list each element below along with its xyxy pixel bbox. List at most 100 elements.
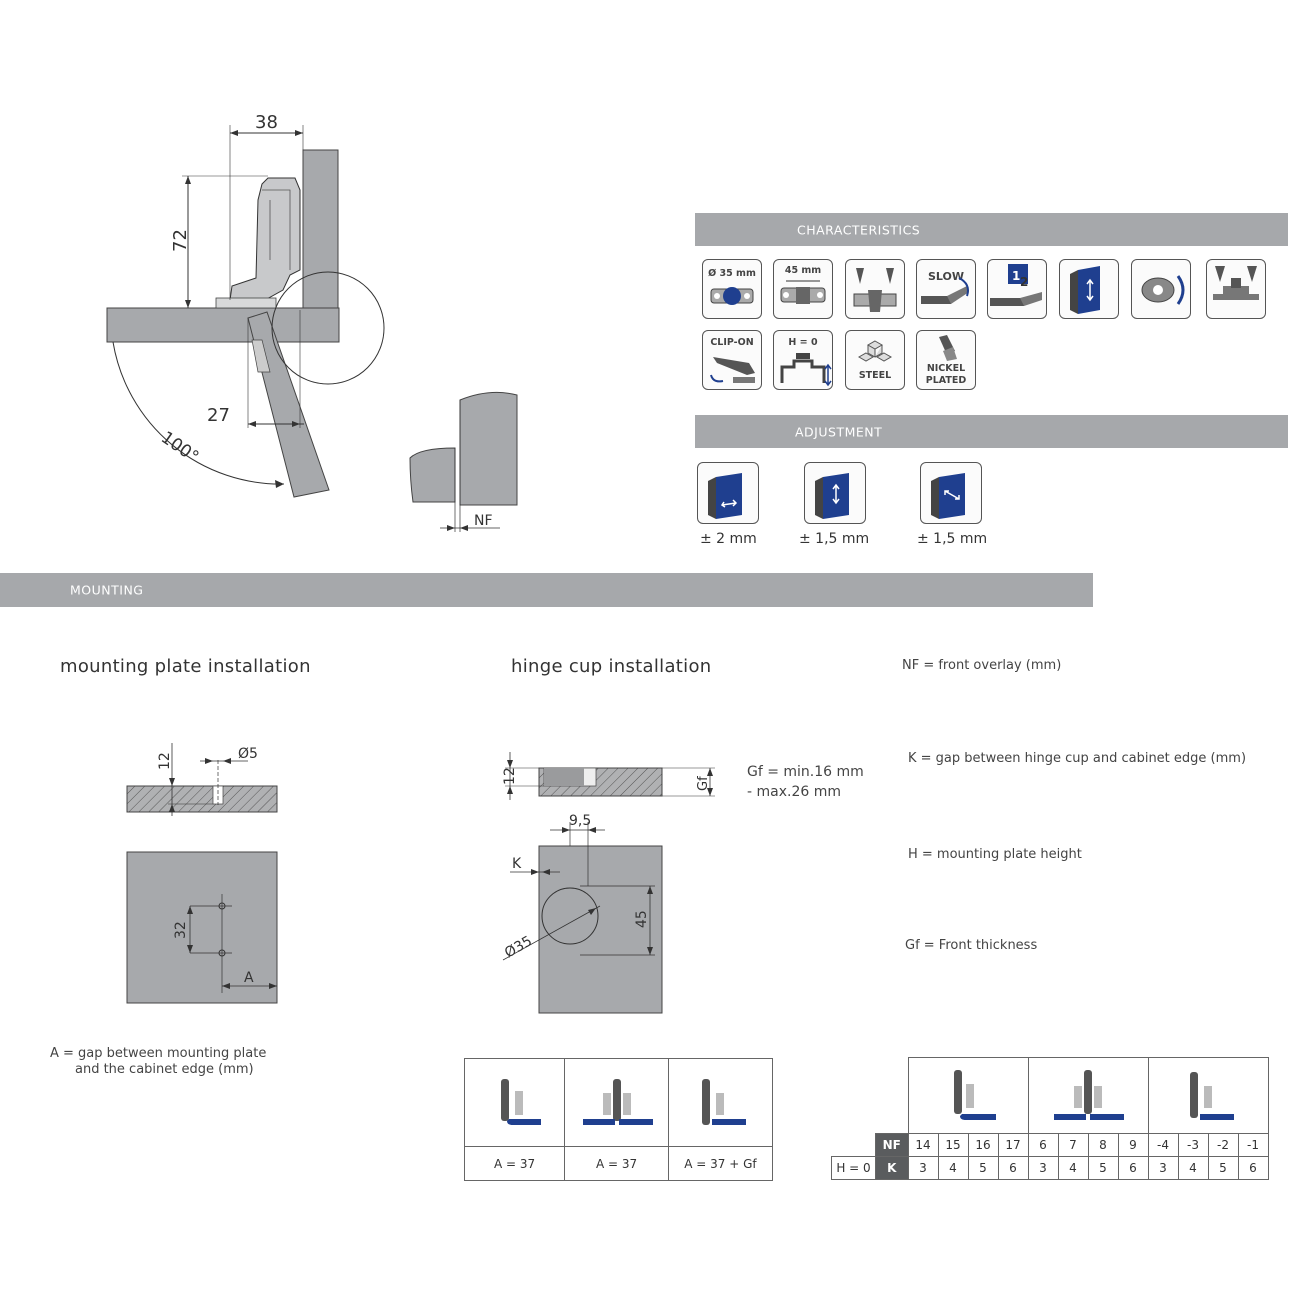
cup-gf-dim: Gf bbox=[696, 776, 711, 791]
a-gap-table: A = 37 A = 37 A = 37 + Gf bbox=[463, 1058, 774, 1181]
plate-spacing-dim: 32 bbox=[173, 921, 189, 939]
k-value: 3 bbox=[907, 1156, 939, 1180]
cup-heading: hinge cup installation bbox=[511, 656, 712, 677]
nickel-plated-label: NICKEL PLATED bbox=[925, 363, 967, 386]
cup-diameter-dim: Ø35 bbox=[502, 933, 535, 961]
nf-value: 7 bbox=[1057, 1133, 1089, 1157]
blank-nf-row bbox=[832, 1134, 876, 1157]
height-zero-label: H = 0 bbox=[788, 337, 818, 348]
plate-45mm-icon: 45 mm bbox=[773, 259, 833, 319]
k-value: 3 bbox=[1147, 1156, 1179, 1180]
h-row-label: H = 0 bbox=[831, 1156, 876, 1180]
steel-label: STEEL bbox=[858, 370, 892, 381]
k-value: 4 bbox=[1177, 1156, 1209, 1180]
nf-value: 14 bbox=[907, 1133, 939, 1157]
dim-height: 72 bbox=[170, 229, 191, 252]
screw-mount-icon bbox=[845, 259, 905, 319]
nf-value: 16 bbox=[967, 1133, 999, 1157]
full-overlay-diagram-cell bbox=[463, 1058, 566, 1147]
k-value: 4 bbox=[937, 1156, 969, 1180]
plate-hole-dim: Ø5 bbox=[238, 746, 258, 762]
full-overlay-icon bbox=[500, 1079, 541, 1125]
nf-value: 9 bbox=[1117, 1133, 1149, 1157]
nf-value: 8 bbox=[1087, 1133, 1119, 1157]
k-half-overlay-cell bbox=[1027, 1057, 1149, 1134]
slow-close-label: SLOW bbox=[927, 270, 965, 283]
depth-adjust-icon bbox=[697, 462, 759, 524]
definition-h: H = mounting plate height bbox=[908, 847, 1082, 862]
cup-front-drawing: 9,5 K 45 Ø35 bbox=[502, 813, 663, 1014]
svg-text:1: 1 bbox=[1012, 269, 1020, 283]
cup-depth-dim: 12 bbox=[502, 767, 518, 785]
k-value: 6 bbox=[997, 1156, 1029, 1180]
inset-icon bbox=[702, 1079, 747, 1125]
cup-offset-dim: 9,5 bbox=[569, 813, 591, 829]
nf-row-label: NF bbox=[875, 1133, 909, 1157]
blank-corner-2 bbox=[875, 1057, 909, 1134]
characteristics-title: CHARACTERISTICS bbox=[797, 222, 921, 237]
slow-close-icon: SLOW bbox=[916, 259, 976, 319]
clip-on-label: CLIP-ON bbox=[710, 337, 754, 348]
cup-spacing-dim: 45 bbox=[634, 910, 650, 928]
half-overlay-icon bbox=[582, 1079, 653, 1125]
definition-nf: NF = front overlay (mm) bbox=[902, 658, 1062, 673]
adjust-value-side: ± 1,5 mm bbox=[917, 531, 988, 547]
half-overlay-diagram-cell bbox=[564, 1058, 669, 1147]
adjust-value-height: ± 1,5 mm bbox=[799, 531, 870, 547]
k-inset-cell bbox=[1147, 1057, 1269, 1134]
k-value: 6 bbox=[1117, 1156, 1149, 1180]
cup-35mm-label: Ø 35 mm bbox=[708, 268, 756, 279]
dim-width: 38 bbox=[255, 112, 278, 133]
hinge-side-drawing: 38 72 27 100° bbox=[106, 112, 385, 498]
inset-diagram-cell bbox=[667, 1058, 774, 1147]
a-note-2: and the cabinet edge (mm) bbox=[75, 1062, 254, 1077]
cup-35mm-icon: Ø 35 mm bbox=[702, 259, 762, 319]
plate-45mm-label: 45 mm bbox=[784, 265, 822, 276]
k-value: 6 bbox=[1237, 1156, 1269, 1180]
nf-value: -1 bbox=[1237, 1133, 1269, 1157]
definition-k: K = gap between hinge cup and cabinet ed… bbox=[908, 751, 1247, 766]
blank-corner bbox=[832, 1058, 876, 1134]
definition-gf: Gf = Front thickness bbox=[905, 938, 1038, 953]
nf-value: 17 bbox=[997, 1133, 1029, 1157]
plate-depth-dim: 12 bbox=[157, 752, 173, 770]
nf-value: -2 bbox=[1207, 1133, 1239, 1157]
side-adjust-icon bbox=[920, 462, 982, 524]
a-value-inset: A = 37 + Gf bbox=[667, 1146, 774, 1181]
height-adjust-icon bbox=[804, 462, 866, 524]
mounting-title: MOUNTING bbox=[70, 582, 144, 598]
two-step-label: 2 bbox=[1020, 275, 1028, 289]
nf-value: 15 bbox=[937, 1133, 969, 1157]
half-overlay-icon bbox=[1054, 1070, 1124, 1120]
nf-label: NF bbox=[474, 513, 493, 529]
a-note-1: A = gap between mounting plate bbox=[50, 1046, 267, 1061]
k-row-label: K bbox=[875, 1156, 909, 1180]
door-adjust-icon bbox=[1059, 259, 1119, 319]
k-gap-table: NF 14 15 16 17 6 7 8 9 -4 -3 -2 -1 H = 0… bbox=[831, 1057, 1269, 1180]
screw-plate-icon bbox=[1206, 259, 1266, 319]
cam-adjust-icon bbox=[1131, 259, 1191, 319]
clip-on-icon: CLIP-ON bbox=[702, 330, 762, 390]
k-value: 3 bbox=[1027, 1156, 1059, 1180]
cup-section-drawing: 12 Gf bbox=[502, 752, 715, 800]
nickel-plated-icon: NICKEL PLATED bbox=[916, 330, 976, 390]
dim-offset: 27 bbox=[207, 405, 230, 426]
k-full-overlay-cell bbox=[907, 1057, 1029, 1134]
adjustment-title: ADJUSTMENT bbox=[795, 424, 883, 439]
a-value-half: A = 37 bbox=[564, 1146, 669, 1181]
full-overlay-icon bbox=[954, 1070, 996, 1120]
plate-a-dim: A bbox=[244, 970, 254, 986]
k-value: 5 bbox=[1207, 1156, 1239, 1180]
plate-heading: mounting plate installation bbox=[60, 656, 311, 677]
mounting-bar: MOUNTING bbox=[0, 573, 1093, 607]
k-value: 5 bbox=[1087, 1156, 1119, 1180]
inset-icon bbox=[1190, 1072, 1234, 1120]
cup-k-dim: K bbox=[512, 856, 522, 872]
nf-value: -4 bbox=[1147, 1133, 1179, 1157]
adjustment-bar: ADJUSTMENT bbox=[695, 415, 1288, 448]
gf-note-2: - max.26 mm bbox=[747, 784, 841, 800]
steel-icon: STEEL bbox=[845, 330, 905, 390]
a-value-full: A = 37 bbox=[463, 1146, 566, 1181]
nf-value: 6 bbox=[1027, 1133, 1059, 1157]
